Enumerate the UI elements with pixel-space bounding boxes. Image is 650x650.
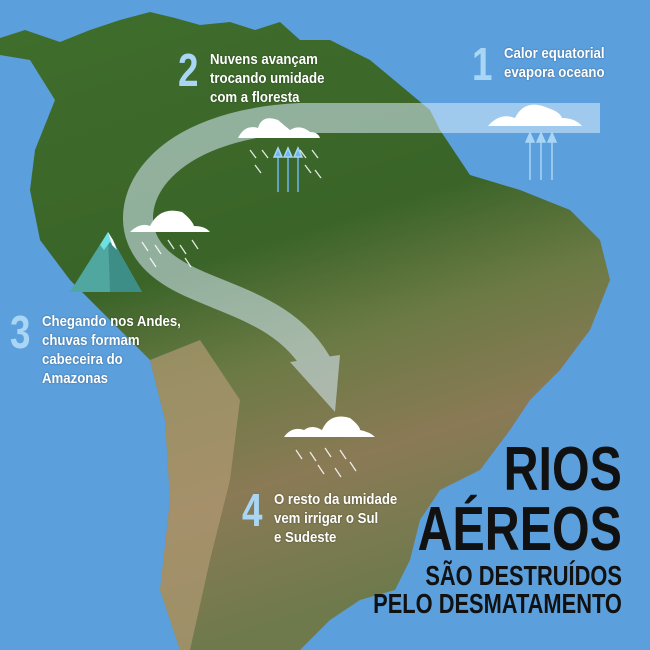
title-line: AÉREOS xyxy=(417,495,622,564)
step-4: 4 O resto da umidade vem irrigar o Sul e… xyxy=(242,484,414,547)
step-text: trocando umidade xyxy=(209,70,325,87)
rain-icon xyxy=(141,149,357,478)
step-3: 3 Chegando nos Andes, chuvas formam cabe… xyxy=(10,306,199,388)
step-text: O resto da umidade xyxy=(273,491,397,508)
title-line: RIOS xyxy=(503,435,622,504)
evaporation-arrows-icon xyxy=(272,131,558,192)
step-text: cabeceira do xyxy=(41,351,123,368)
step-text: com a floresta xyxy=(209,89,300,106)
step-text: vem irrigar o Sul xyxy=(273,510,378,527)
step-number: 3 xyxy=(10,306,31,358)
andes-dry-region xyxy=(150,340,240,650)
step-text: Nuvens avançam xyxy=(209,51,318,68)
subtitle-line: SÃO DESTRUÍDOS xyxy=(425,560,622,591)
mountain-icon xyxy=(70,232,142,292)
step-2: 2 Nuvens avançam trocando umidade com a … xyxy=(178,44,340,107)
step-number: 2 xyxy=(178,44,199,96)
cloud-icon xyxy=(130,104,582,437)
subtitle-line: PELO DESMATAMENTO xyxy=(373,588,622,619)
step-text: Chegando nos Andes, xyxy=(41,313,181,330)
main-title: RIOS AÉREOS xyxy=(417,435,622,564)
moisture-flow-arrow xyxy=(123,103,600,412)
step-text: Calor equatorial xyxy=(503,45,605,62)
step-text: chuvas formam xyxy=(41,332,140,349)
step-number: 4 xyxy=(242,484,263,536)
step-text: Amazonas xyxy=(41,370,108,387)
step-1: 1 Calor equatorial evapora oceano xyxy=(472,38,618,90)
subtitle: SÃO DESTRUÍDOS PELO DESMATAMENTO xyxy=(373,562,622,618)
step-text: evapora oceano xyxy=(503,64,605,81)
step-number: 1 xyxy=(472,38,493,90)
step-text: e Sudeste xyxy=(273,529,336,546)
